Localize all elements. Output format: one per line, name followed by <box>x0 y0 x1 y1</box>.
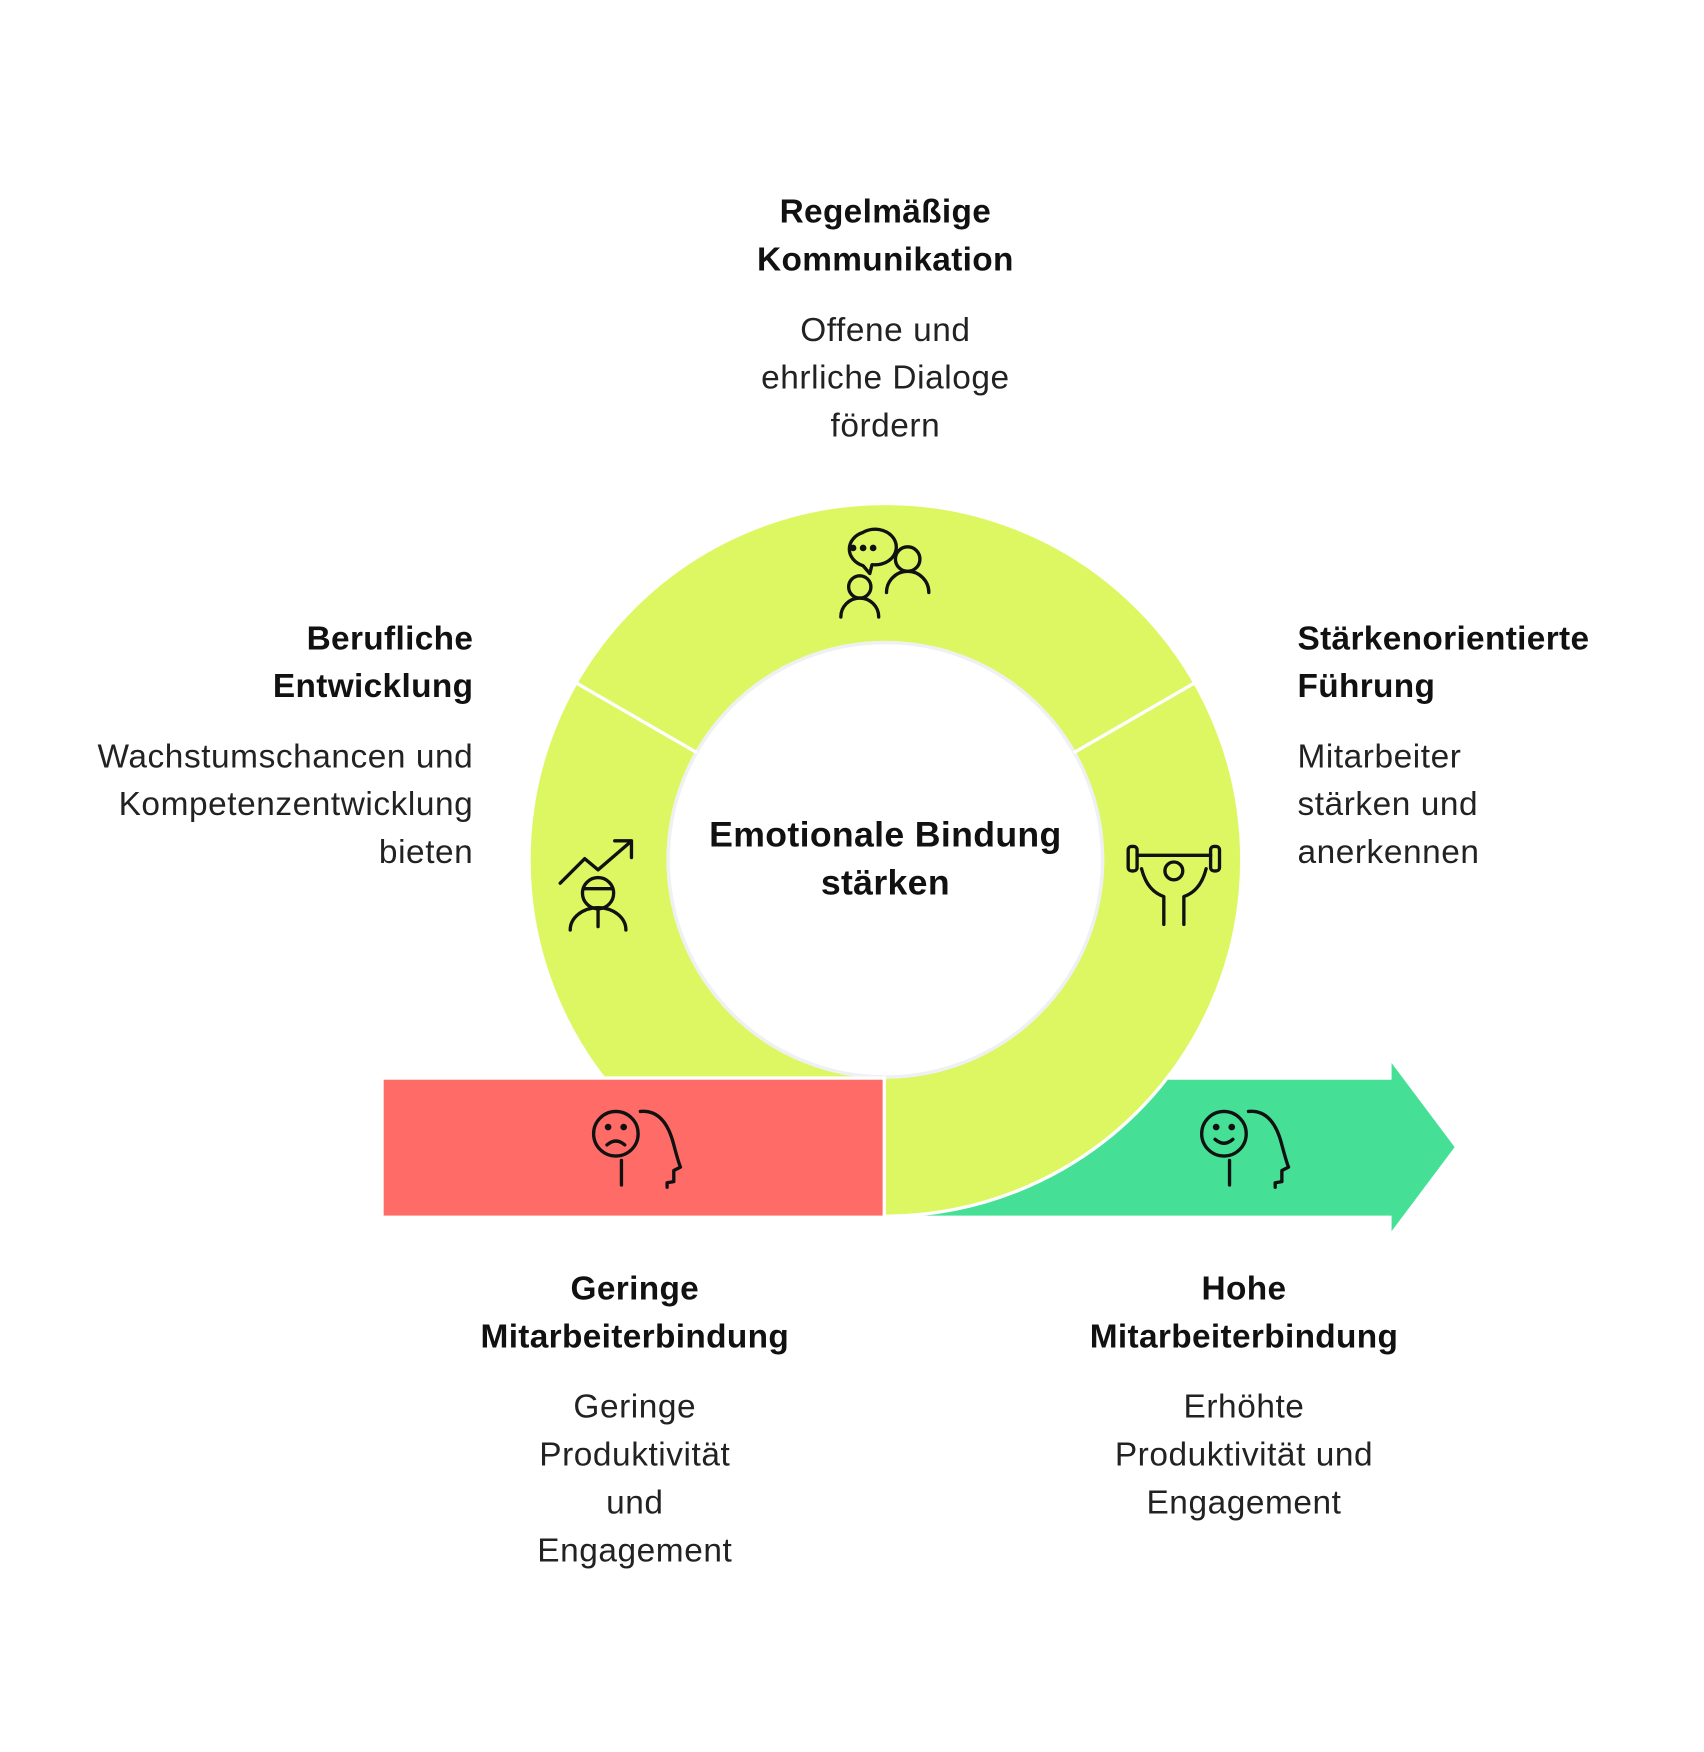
left-desc: Wachstumschancen und <box>97 738 474 776</box>
strength-person-icon <box>1126 844 1222 927</box>
ring-divider <box>1072 681 1196 755</box>
ring-divider <box>574 681 699 755</box>
happy-head-icon <box>1200 1109 1291 1189</box>
low-desc: Geringe <box>573 1388 697 1426</box>
top-desc: fördern <box>830 407 941 445</box>
center-title: Emotionale Bindung <box>709 814 1062 855</box>
low-title: Geringe <box>570 1270 700 1308</box>
left-title: Entwicklung <box>272 668 474 705</box>
right-desc: Mitarbeiter <box>1297 738 1462 776</box>
conversation-people-icon <box>839 527 931 619</box>
high-title: Mitarbeiterbindung <box>1089 1318 1399 1356</box>
top-title: Regelmäßige <box>779 193 992 231</box>
high-desc: Erhöhte <box>1183 1388 1305 1426</box>
left-title: Berufliche <box>306 620 474 658</box>
top-desc: ehrliche Dialoge <box>761 359 1010 397</box>
low-desc: und <box>606 1484 664 1522</box>
right-desc: anerkennen <box>1297 834 1480 871</box>
low-desc: Produktivität <box>539 1436 731 1474</box>
top-title: Kommunikation <box>756 241 1014 279</box>
low-desc: Engagement <box>537 1532 733 1570</box>
left-desc: Kompetenzentwicklung <box>118 786 474 824</box>
high-title: Hohe <box>1201 1270 1287 1308</box>
right-title: Stärkenorientierte <box>1297 620 1590 658</box>
center-title: stärken <box>820 862 950 903</box>
right-desc: stärken und <box>1297 786 1479 824</box>
sad-head-icon <box>591 1109 683 1189</box>
growth-person-icon <box>558 839 634 932</box>
top-desc: Offene und <box>800 311 971 349</box>
high-desc: Produktivität und <box>1114 1436 1374 1474</box>
low-title: Mitarbeiterbindung <box>480 1318 790 1356</box>
center-label: Emotionale Bindung stärken <box>709 811 1061 907</box>
right-title: Führung <box>1297 668 1436 705</box>
left-desc: bieten <box>378 834 474 871</box>
high-desc: Engagement <box>1146 1484 1342 1522</box>
